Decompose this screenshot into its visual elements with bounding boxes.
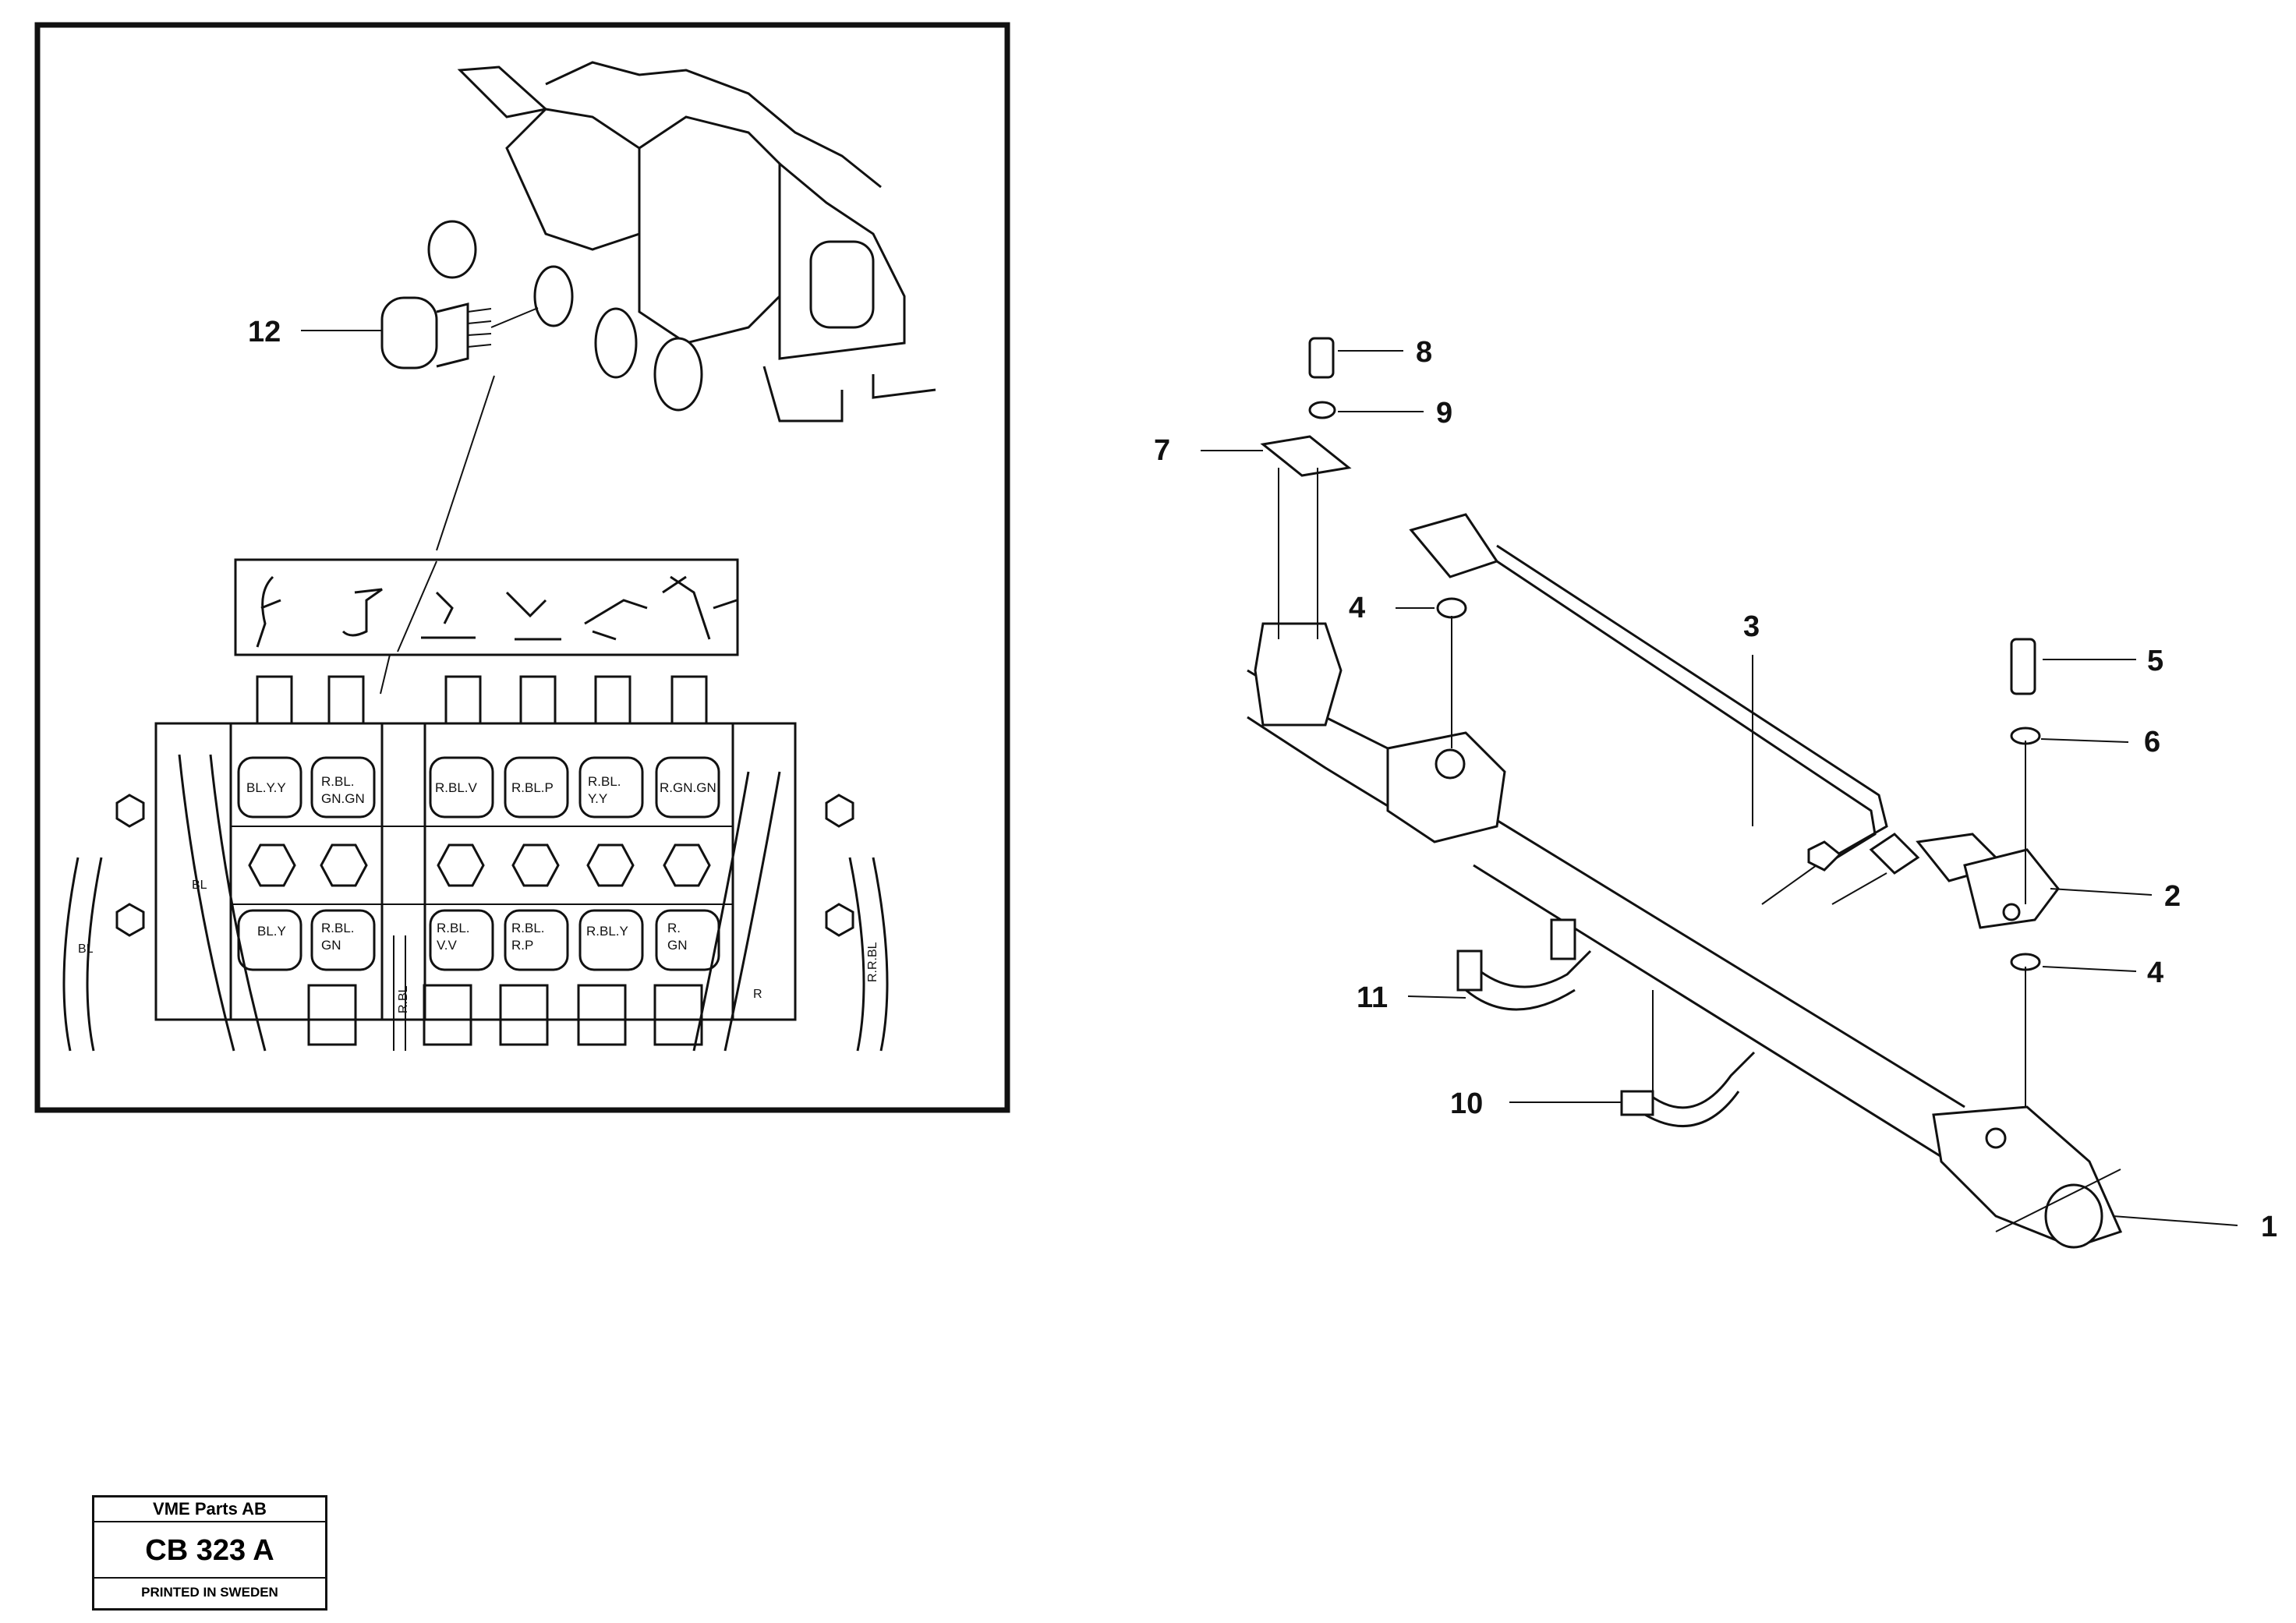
valve-label-top-1: BL.Y.Y bbox=[246, 780, 286, 795]
leader-6 bbox=[2040, 738, 2129, 743]
valve-labels-bottom: BL.Y R.BL. GN R.BL. V.V R.BL. R.P R.BL.Y… bbox=[257, 921, 688, 953]
callout-1: 1 bbox=[2261, 1211, 2277, 1243]
valve-label-bottom-2a: R.BL. bbox=[321, 921, 355, 935]
clamp-part-11 bbox=[1456, 918, 1592, 1011]
callout-2: 2 bbox=[2164, 880, 2181, 913]
stamp-printed: PRINTED IN SWEDEN bbox=[141, 1585, 278, 1600]
stamp-code: CB 323 A bbox=[94, 1522, 325, 1579]
valve-label-bottom-6b: GN bbox=[667, 938, 688, 953]
callout-11: 11 bbox=[1357, 981, 1388, 1014]
clamp-part-10 bbox=[1620, 990, 1756, 1127]
leader-2 bbox=[2050, 888, 2153, 896]
spool-row bbox=[256, 675, 708, 725]
valve-label-top-2b: GN.GN bbox=[321, 791, 365, 806]
callout-12: 12 bbox=[248, 316, 281, 348]
leader-1 bbox=[2112, 1215, 2238, 1226]
stamp-company: VME Parts AB bbox=[94, 1497, 325, 1522]
bracket-part-7 bbox=[1260, 337, 1352, 639]
valve-label-bottom-6a: R. bbox=[667, 921, 681, 935]
valve-label-top-5a: R.BL. bbox=[588, 774, 621, 789]
leader-4-lower bbox=[2042, 966, 2137, 972]
label-pads bbox=[237, 756, 720, 971]
hydraulic-cylinder bbox=[1247, 622, 2123, 1249]
valve-block-perspective bbox=[427, 61, 936, 423]
valve-label-top-4: R.BL.P bbox=[511, 780, 554, 795]
inset-frame bbox=[34, 22, 1010, 1113]
leader-12-to-panel bbox=[436, 375, 495, 551]
washer-part-4-upper bbox=[1436, 597, 1467, 619]
valve-label-top-3: R.BL.V bbox=[435, 780, 478, 795]
valve-label-bottom-3b: V.V bbox=[437, 938, 458, 953]
title-stamp: VME Parts AB CB 323 A PRINTED IN SWEDEN bbox=[92, 1495, 327, 1611]
callout-8: 8 bbox=[1416, 336, 1432, 369]
callout-4-lower: 4 bbox=[2147, 956, 2163, 989]
hose-right bbox=[692, 771, 781, 1052]
wire-label-rbl-center: R.BL bbox=[397, 985, 410, 1013]
wire-label-rrbl-right: R.R.BL bbox=[866, 942, 879, 982]
function-symbol-strip bbox=[234, 558, 739, 695]
callout-5: 5 bbox=[2147, 645, 2163, 677]
control-valve-bank bbox=[62, 675, 889, 1052]
side-pipe-right bbox=[848, 857, 889, 1052]
flange-part-2 bbox=[1963, 638, 2060, 1107]
side-bolts bbox=[115, 794, 854, 937]
middle-hex-nuts bbox=[248, 843, 711, 887]
valve-label-top-2a: R.BL. bbox=[321, 774, 355, 789]
hydraulic-line-part-3 bbox=[1409, 513, 1888, 872]
valve-label-bottom-5: R.BL.Y bbox=[586, 924, 628, 939]
center-wire bbox=[393, 935, 406, 1051]
callout-10: 10 bbox=[1450, 1087, 1483, 1120]
callout-6: 6 bbox=[2144, 726, 2160, 758]
valve-label-top-5b: Y.Y bbox=[588, 791, 607, 806]
valve-label-bottom-4a: R.BL. bbox=[511, 921, 545, 935]
plug-part-12 bbox=[380, 296, 539, 370]
wire-label-bl-left: BL bbox=[78, 942, 94, 956]
callout-4-upper: 4 bbox=[1349, 592, 1365, 624]
valve-label-top-6: R.GN.GN bbox=[660, 780, 716, 795]
valve-label-bottom-2b: GN bbox=[321, 938, 341, 953]
hose-left bbox=[178, 754, 267, 1052]
valve-label-bottom-3a: R.BL. bbox=[437, 921, 470, 935]
wire-label-bl-hose: BL bbox=[192, 879, 207, 892]
bottom-tabs bbox=[307, 984, 703, 1046]
side-pipe-left bbox=[62, 857, 103, 1052]
callout-9: 9 bbox=[1436, 397, 1452, 430]
leader-11 bbox=[1407, 995, 1466, 999]
valve-label-bottom-1: BL.Y bbox=[257, 924, 286, 939]
wire-label-r-hose: R bbox=[753, 988, 762, 1001]
valve-label-bottom-4b: R.P bbox=[511, 938, 533, 953]
valve-labels-top: BL.Y.Y R.BL. GN.GN R.BL.V R.BL.P R.BL. Y… bbox=[246, 774, 716, 806]
callout-7: 7 bbox=[1154, 434, 1170, 467]
callout-3: 3 bbox=[1743, 610, 1760, 643]
